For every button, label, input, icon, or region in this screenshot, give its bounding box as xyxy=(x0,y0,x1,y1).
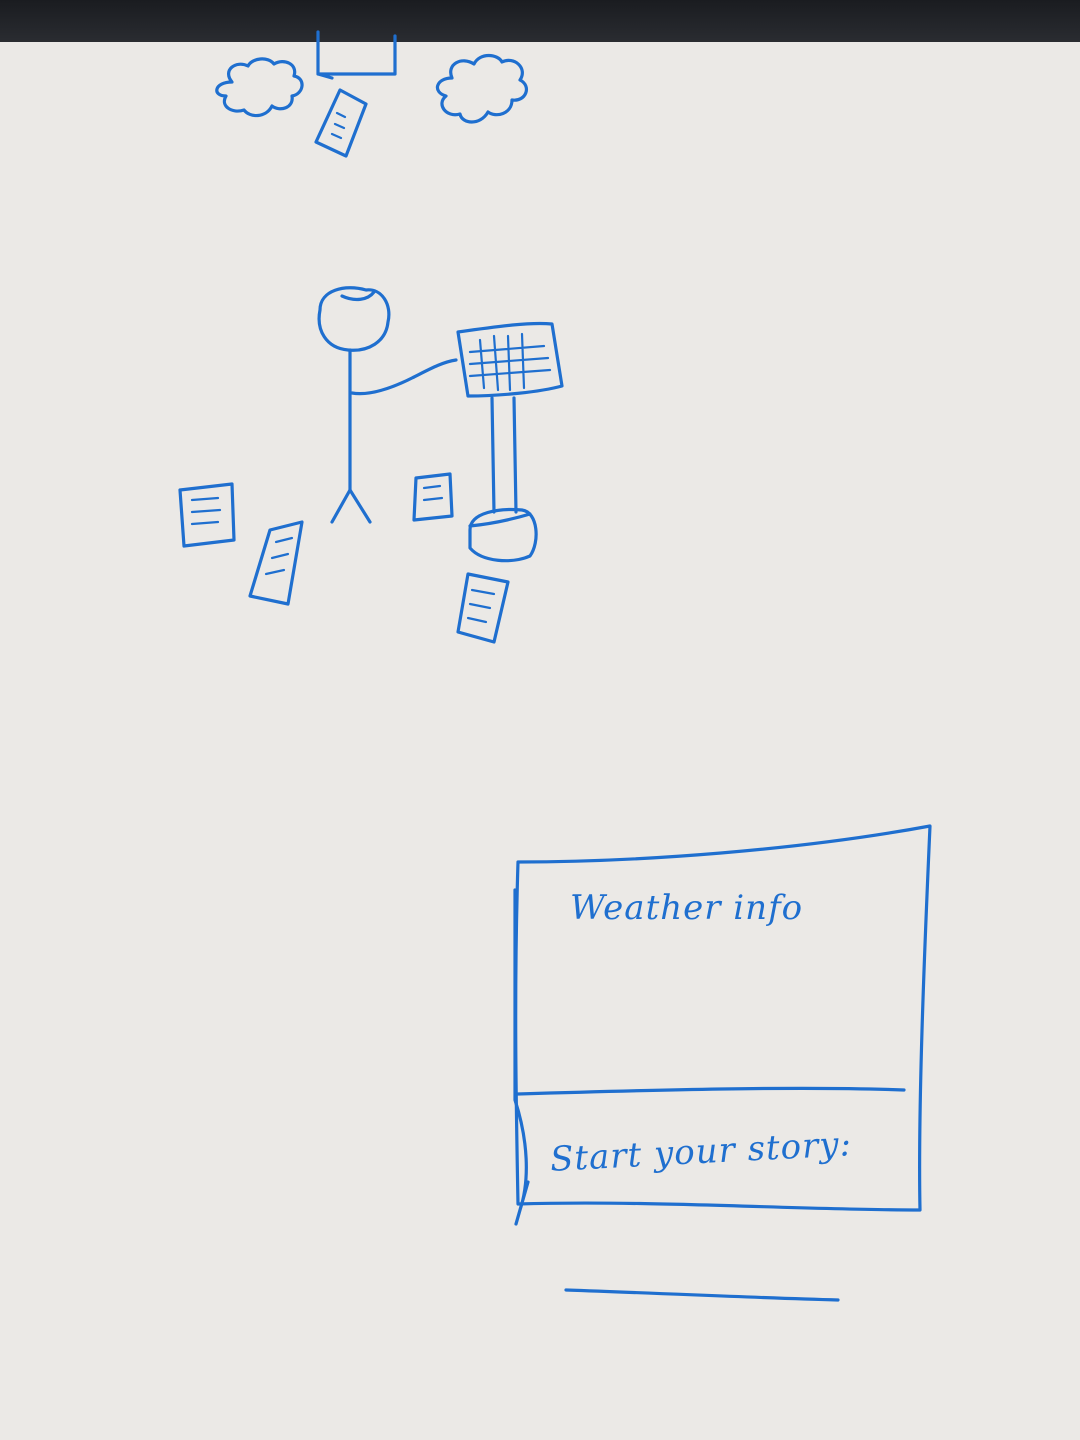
panel-border xyxy=(514,824,932,1212)
paper-sheet-icon-4 xyxy=(456,572,510,644)
weather-info-label: Weather info xyxy=(570,888,804,928)
paper-sheet-icon-2 xyxy=(248,520,304,606)
cloud-icon-right xyxy=(435,53,529,124)
kiosk-station xyxy=(456,321,564,563)
kiosk-pole xyxy=(490,396,518,514)
paper-sheet-icon-1 xyxy=(178,482,236,548)
cloud-icon-left xyxy=(215,57,304,118)
paper-sheet-icon-3 xyxy=(412,472,454,522)
kiosk-base xyxy=(468,507,538,563)
person-legs xyxy=(330,488,372,524)
kiosk-screen xyxy=(456,321,564,398)
person-head xyxy=(317,286,391,352)
story-input-line[interactable] xyxy=(564,1288,840,1302)
kiosk-screen-grid xyxy=(468,332,552,392)
panel-divider xyxy=(516,1086,906,1096)
hanging-bracket xyxy=(316,30,397,80)
panel-left-tab xyxy=(513,888,530,1226)
top-dark-strip xyxy=(0,0,1080,42)
stick-figure-person xyxy=(317,286,458,524)
person-arm xyxy=(350,358,458,396)
app-panel-wireframe xyxy=(513,824,932,1302)
paper-sheet-icon-top xyxy=(314,88,368,158)
